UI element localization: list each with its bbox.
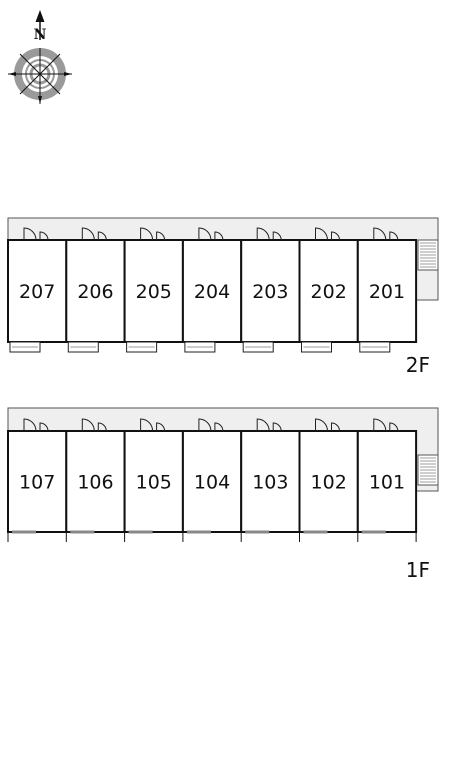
room-number-label: 104	[194, 472, 230, 494]
room-number-label: 201	[369, 281, 405, 303]
room-number-label: 205	[136, 281, 172, 303]
room-number-label: 207	[19, 281, 55, 303]
room-number-label: 206	[77, 281, 113, 303]
door-icon	[23, 227, 49, 241]
room-number-label: 103	[252, 472, 288, 494]
compass-north-letter: N	[34, 27, 47, 43]
room-202: 202	[298, 227, 359, 353]
door-icon	[81, 227, 107, 241]
room-number-label: 101	[369, 472, 405, 494]
compass-rose-icon	[8, 10, 72, 104]
room-box	[65, 239, 126, 343]
room-107: 107	[7, 418, 68, 542]
room-number-label: 106	[77, 472, 113, 494]
door-icon	[140, 227, 166, 241]
room-box	[356, 430, 418, 533]
room-number-label: 203	[252, 281, 288, 303]
room-box	[240, 239, 301, 343]
room-box	[181, 239, 243, 343]
room-207: 207	[7, 227, 68, 353]
room-box	[65, 430, 126, 533]
door-icon	[315, 418, 340, 432]
room-box	[181, 430, 243, 533]
room-box	[298, 430, 359, 533]
door-icon	[23, 418, 49, 432]
floor-label: 1F	[406, 558, 430, 582]
door-icon	[140, 418, 166, 432]
staircase	[417, 454, 439, 486]
floor-label: 2F	[406, 353, 430, 377]
room-204: 204	[181, 227, 243, 353]
room-number-label: 202	[311, 281, 347, 303]
staircase	[417, 239, 439, 271]
room-101: 101	[356, 418, 418, 542]
room-number-label: 102	[311, 472, 347, 494]
room-201: 201	[356, 227, 418, 353]
room-205: 205	[123, 227, 184, 353]
room-203: 203	[240, 227, 301, 353]
door-icon	[315, 227, 340, 241]
room-number-label: 107	[19, 472, 55, 494]
room-105: 105	[123, 418, 184, 542]
room-106: 106	[65, 418, 126, 542]
room-206: 206	[65, 227, 126, 353]
room-box	[240, 430, 301, 533]
door-icon	[198, 227, 224, 241]
room-102: 102	[298, 418, 359, 542]
door-icon	[198, 418, 224, 432]
floor-2F: 207 206 205 204 203 202 201 2F	[7, 217, 439, 377]
floor-1F: 107 106 105 104 103 102 101 1F	[7, 407, 439, 582]
room-box	[356, 239, 418, 343]
room-103: 103	[240, 418, 301, 542]
door-icon	[373, 227, 399, 241]
door-icon	[256, 418, 282, 432]
door-icon	[373, 418, 399, 432]
room-104: 104	[181, 418, 243, 542]
room-number-label: 105	[136, 472, 172, 494]
door-icon	[81, 418, 107, 432]
room-number-label: 204	[194, 281, 230, 303]
door-icon	[256, 227, 282, 241]
